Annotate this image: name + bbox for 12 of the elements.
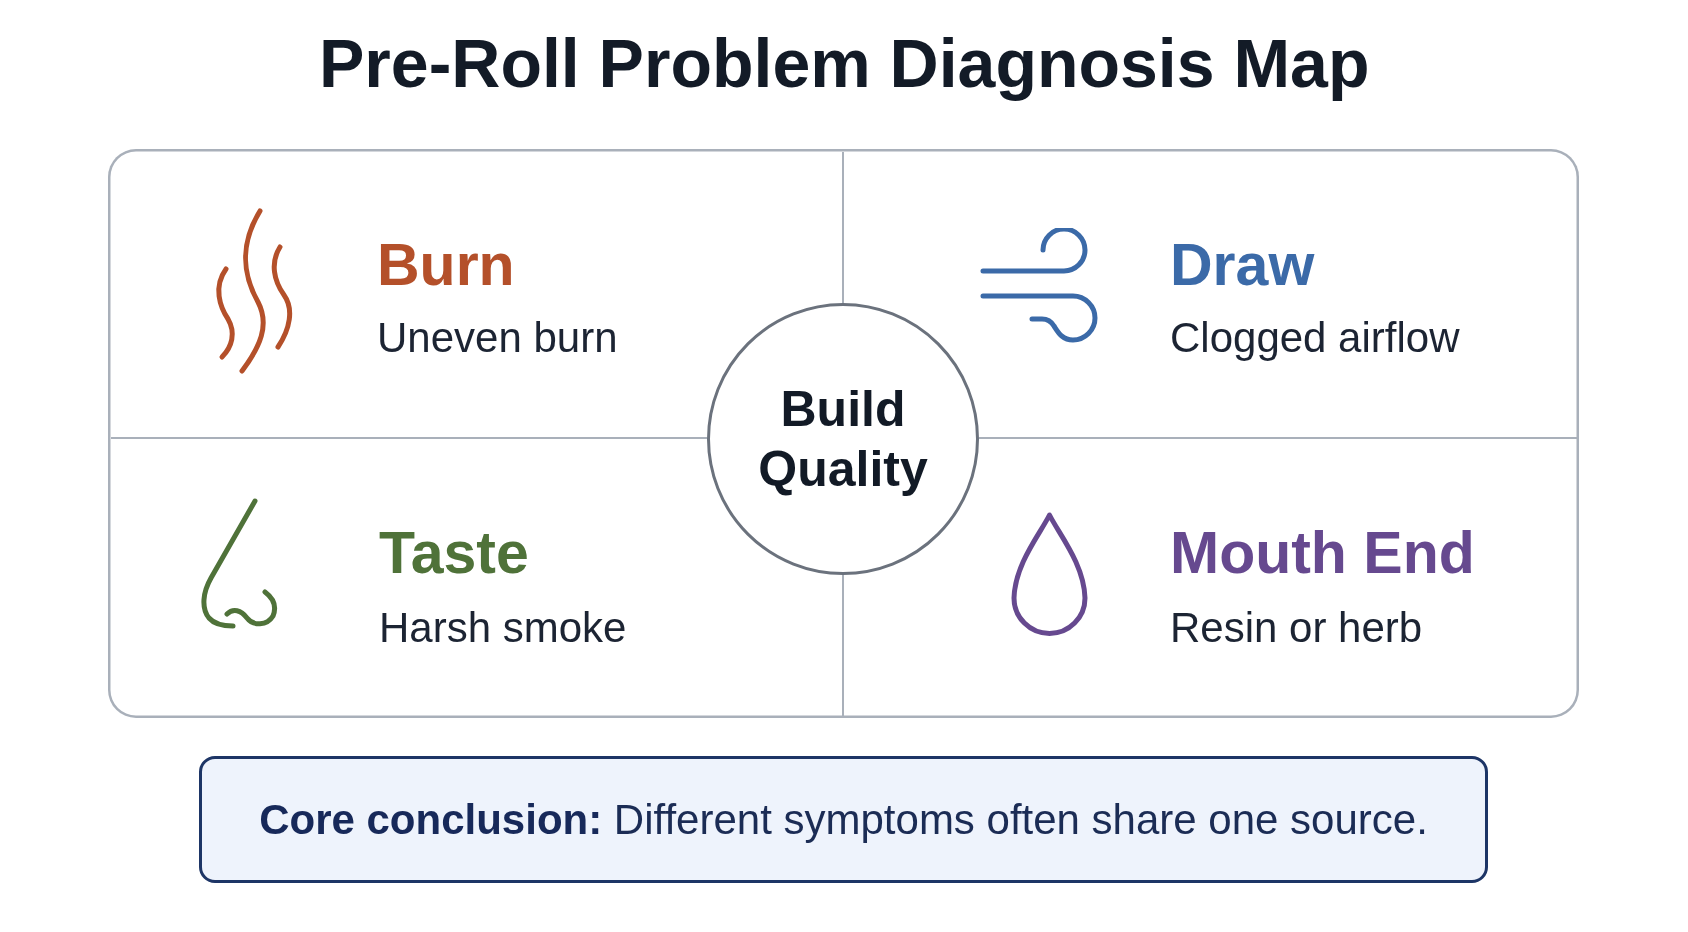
category-heading: Draw bbox=[1170, 233, 1315, 297]
category-heading: Mouth End bbox=[1170, 521, 1475, 585]
center-label: Build Quality bbox=[757, 380, 929, 499]
category-heading: Burn bbox=[377, 233, 515, 297]
conclusion-banner bbox=[199, 756, 1488, 883]
symptom-text: Uneven burn bbox=[377, 314, 618, 362]
symptom-text: Resin or herb bbox=[1170, 604, 1423, 652]
conclusion-text: Core conclusion: Different symptoms often share one source. bbox=[259, 794, 1428, 845]
category-heading: Taste bbox=[379, 521, 529, 585]
symptom-text: Clogged airflow bbox=[1170, 314, 1460, 362]
diagram-title: Pre-Roll Problem Diagnosis Map bbox=[319, 24, 1370, 102]
symptom-text: Harsh smoke bbox=[379, 604, 627, 652]
